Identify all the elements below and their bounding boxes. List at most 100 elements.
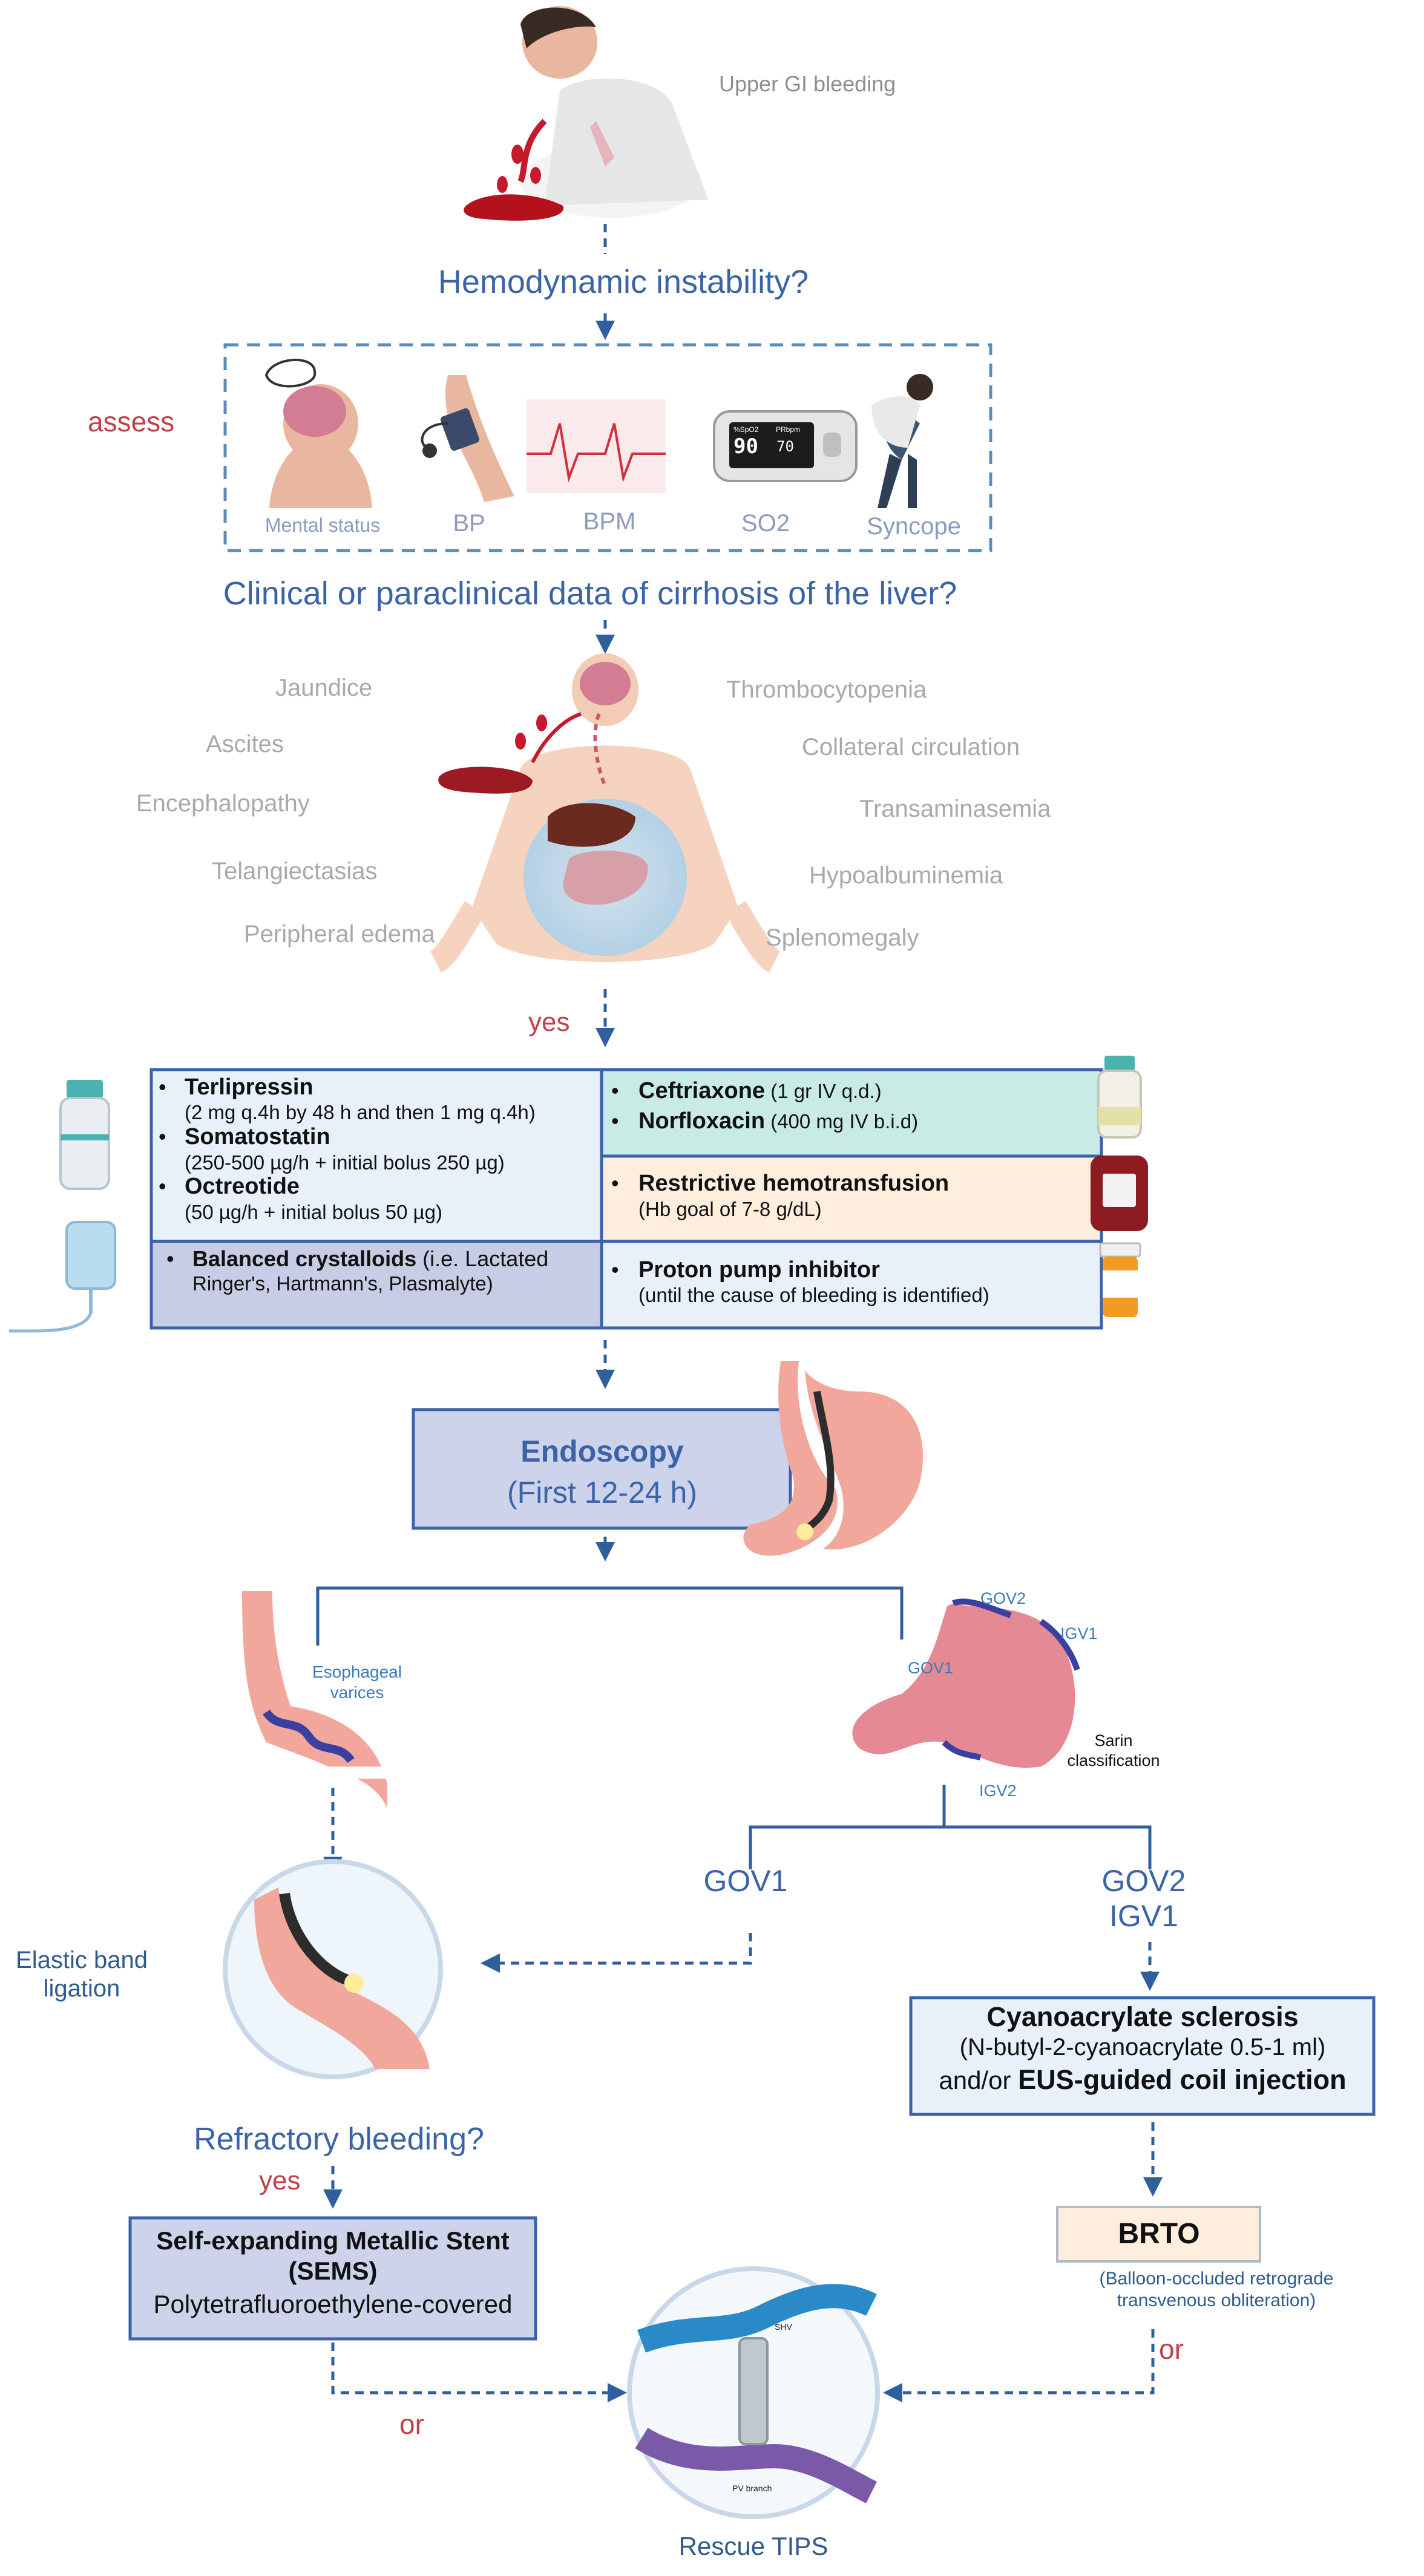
- crystalloids-line: Balanced crystalloids (i.e. Lactated: [192, 1246, 548, 1272]
- sign-encephalopathy: Encephalopathy: [136, 790, 310, 817]
- cyano-title: Cyanoacrylate sclerosis: [986, 2001, 1299, 2032]
- rescue-tips-label: Rescue TIPS: [678, 2532, 828, 2560]
- norfloxacin-line: Norfloxacin (400 mg IV b.i.d): [638, 1108, 918, 1134]
- endoscopy-subtitle: (First 12-24 h): [507, 1476, 697, 1509]
- oximeter-pr-tag: PRbpm: [776, 425, 801, 434]
- crystalloids-note-1: (i.e. Lactated: [416, 1246, 549, 1271]
- ebl-label-2: ligation: [43, 1975, 120, 2002]
- sarin-igv2-label: IGV2: [979, 1782, 1017, 1800]
- treatment-table: [149, 1068, 1103, 1330]
- band-ligation-illustration: [223, 1859, 443, 2079]
- sems-subtitle: Polytetrafluoroethylene-covered: [153, 2290, 513, 2318]
- branch-igv1-label: IGV1: [1109, 1899, 1178, 1933]
- oximeter-illustration: [713, 410, 858, 482]
- brto-note-1: (Balloon-occluded retrograde: [1099, 2269, 1334, 2289]
- assess-label: assess: [88, 406, 175, 437]
- or-label-brto: or: [1159, 2333, 1184, 2365]
- hemotransfusion-label: Restrictive hemotransfusion: [638, 1171, 950, 1196]
- bp-cuff-illustration: [421, 375, 514, 502]
- iv-bag-illustration: [9, 1221, 116, 1333]
- cyano-dose: (N-butyl-2-cyanoacrylate 0.5-1 ml): [959, 2034, 1326, 2061]
- branch-gov1-label: GOV1: [703, 1864, 788, 1898]
- crystalloids-note-2: Ringer's, Hartmann's, Plasmalyte): [192, 1272, 493, 1295]
- yes-label-refractory: yes: [259, 2166, 301, 2195]
- mental-status-illustration: [264, 359, 372, 508]
- norfloxacin-dose: (400 mg IV b.i.d): [765, 1110, 919, 1133]
- octreotide-label: Octreotide: [185, 1174, 300, 1199]
- crystalloids-label: Balanced crystalloids: [192, 1246, 417, 1271]
- yes-label-cirrhosis: yes: [528, 1007, 570, 1037]
- endoscopy-box: [412, 1408, 792, 1530]
- ebl-label-1: Elastic band: [16, 1947, 148, 1973]
- pill-bottle-illustration: [1099, 1242, 1141, 1317]
- sign-thrombocytopenia: Thrombocytopenia: [726, 676, 927, 703]
- sign-jaundice: Jaundice: [275, 675, 373, 701]
- cyanoacrylate-box: [909, 1996, 1376, 2116]
- refractory-question: Refractory bleeding?: [194, 2122, 484, 2157]
- assess-box: [223, 343, 993, 552]
- sarin-igv1-label: IGV1: [1060, 1624, 1098, 1643]
- sarin-gov1-label: GOV1: [908, 1659, 954, 1677]
- brto-title: BRTO: [1118, 2218, 1200, 2250]
- stomach-endoscope-illustration: [743, 1361, 924, 1556]
- vial-illustration: [59, 1080, 110, 1190]
- ppi-note: (until the cause of bleeding is identifi…: [638, 1284, 989, 1306]
- cyano-eus: EUS-guided coil injection: [1018, 2064, 1347, 2095]
- ceftriaxone-line: Ceftriaxone (1 gr IV q.d.): [638, 1078, 882, 1104]
- blood-bag-illustration: [1091, 1156, 1148, 1231]
- sign-collateral-circulation: Collateral circulation: [802, 734, 1020, 760]
- endoscopy-title: Endoscopy: [520, 1434, 684, 1468]
- brto-note-2: transvenous obliteration): [1117, 2290, 1316, 2310]
- norfloxacin-label: Norfloxacin: [638, 1108, 766, 1134]
- sign-splenomegaly: Splenomegaly: [766, 924, 919, 951]
- sems-title-1: Self-expanding Metallic Stent: [156, 2226, 510, 2255]
- sign-hypoalbuminemia: Hypoalbuminemia: [809, 862, 1003, 889]
- cyano-eus-line: and/or EUS-guided coil injection: [939, 2064, 1346, 2096]
- mental-status-label: Mental status: [264, 514, 381, 536]
- sarin-classification-2: classification: [1067, 1751, 1160, 1770]
- patient-vomiting-illustration: [464, 6, 708, 221]
- tips-shv-label: SHV: [775, 2322, 792, 2332]
- cirrhosis-body-illustration: [429, 653, 781, 973]
- terlipressin-dose: (2 mg q.4h by 48 h and then 1 mg q.4h): [185, 1101, 536, 1123]
- ceftriaxone-label: Ceftriaxone: [638, 1078, 766, 1103]
- bp-label: BP: [453, 510, 485, 537]
- sign-ascites: Ascites: [206, 731, 284, 757]
- sign-transaminasemia: Transaminasemia: [859, 796, 1051, 822]
- ceftriaxone-dose: (1 gr IV q.d.): [765, 1080, 882, 1102]
- tips-illustration: [627, 2266, 880, 2519]
- syncope-illustration: [871, 374, 933, 508]
- octreotide-dose: (50 µg/h + initial bolus 50 µg): [185, 1201, 443, 1223]
- or-label-sems: or: [399, 2408, 424, 2440]
- hemotransfusion-note: (Hb goal of 7-8 g/dL): [638, 1198, 822, 1220]
- sems-box: [128, 2216, 537, 2341]
- sarin-classification-1: Sarin: [1094, 1731, 1133, 1750]
- ppi-label: Proton pump inhibitor: [638, 1257, 880, 1283]
- bpm-label: BPM: [583, 508, 636, 535]
- esophageal-label-1: Esophageal: [312, 1662, 402, 1681]
- oximeter-spo2-tag: %SpO2: [733, 425, 759, 434]
- cyano-andor: and/or: [939, 2066, 1019, 2094]
- small-vial-illustration: [1097, 1056, 1142, 1139]
- tips-pv-label: PV branch: [732, 2483, 772, 2493]
- sarin-stomach-illustration: [852, 1598, 1080, 1768]
- oximeter-spo2-value: 90: [733, 434, 758, 459]
- sign-telangiectasias: Telangiectasias: [212, 858, 378, 884]
- terlipressin-label: Terlipressin: [185, 1074, 313, 1100]
- upper-gi-bleeding-label: Upper GI bleeding: [719, 71, 896, 96]
- brto-box: [1056, 2206, 1261, 2263]
- syncope-label: Syncope: [867, 513, 961, 540]
- sign-peripheral-edema: Peripheral edema: [244, 921, 435, 947]
- somatostatin-label: Somatostatin: [185, 1124, 330, 1149]
- so2-label: SO2: [741, 510, 790, 537]
- ecg-illustration: [527, 399, 666, 493]
- sems-title-2: (SEMS): [288, 2257, 378, 2285]
- hemodynamic-question: Hemodynamic instability?: [438, 264, 809, 300]
- cirrhosis-question: Clinical or paraclinical data of cirrhos…: [223, 575, 957, 612]
- esophageal-label-2: varices: [330, 1683, 384, 1702]
- oximeter-pr-value: 70: [776, 438, 794, 455]
- sarin-gov2-label: GOV2: [980, 1589, 1026, 1607]
- esophageal-varices-illustration: [242, 1591, 387, 1809]
